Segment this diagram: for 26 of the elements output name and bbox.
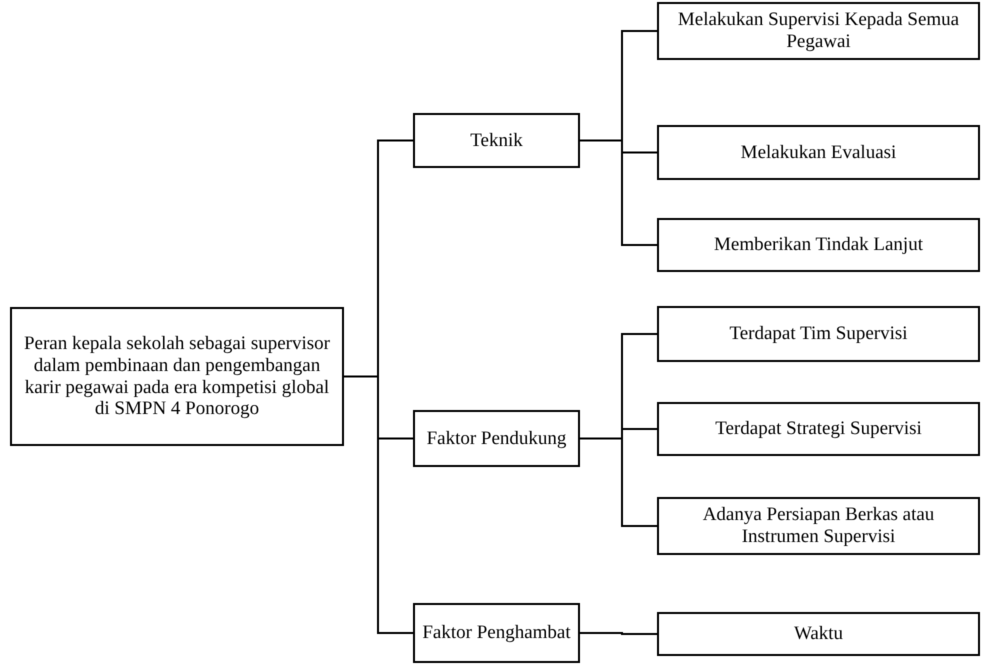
text-box	[657, 2, 980, 60]
box-text: Adanya Persiapan Berkas atau Instrumen Supervisi	[702, 504, 936, 548]
box-text: Melakukan Evaluasi	[740, 142, 896, 164]
text-box	[413, 113, 580, 168]
text-box	[413, 603, 580, 663]
box-text: Faktor Penghambat	[422, 622, 571, 644]
text-box	[657, 218, 980, 272]
box-text: Memberikan Tindak Lanjut	[714, 234, 923, 256]
text-box	[413, 410, 580, 467]
box-text: Terdapat Tim Supervisi	[729, 323, 908, 345]
text-box	[657, 497, 980, 555]
text-box	[657, 125, 980, 180]
box-text: Teknik	[470, 130, 523, 152]
connector-line	[344, 376, 413, 634]
text-box	[657, 612, 980, 656]
box-text: Melakukan Supervisi Kepada Semua Pegawai	[676, 9, 960, 53]
text-box	[657, 402, 980, 456]
box-text: Terdapat Strategi Supervisi	[715, 418, 922, 440]
box-text: Waktu	[794, 623, 844, 645]
connector-line	[580, 140, 657, 246]
box-text: Faktor Pendukung	[426, 428, 566, 450]
text-box	[10, 307, 344, 446]
box-text: Peran kepala sekolah sebagai supervisor dalam pembinaan dan pengembangan karir pegawai pada era kompetisi global di SMPN 4 Ponorogo	[22, 332, 331, 420]
connector-line	[580, 438, 657, 527]
text-box	[657, 306, 980, 362]
connector-line	[580, 632, 657, 635]
